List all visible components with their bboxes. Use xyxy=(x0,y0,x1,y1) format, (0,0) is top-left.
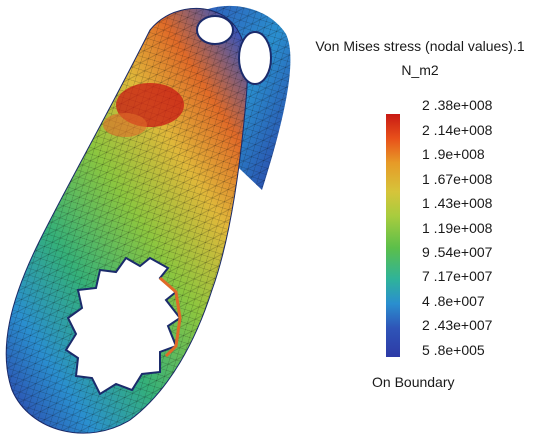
legend-tick: 1 .43e+008 xyxy=(422,195,493,211)
legend-tick: 1 .9e+008 xyxy=(422,146,485,162)
legend-title: Von Mises stress (nodal values).1 xyxy=(315,38,525,54)
legend-tick: 1 .67e+008 xyxy=(422,171,493,187)
legend-footer: On Boundary xyxy=(372,374,455,390)
colorbar xyxy=(386,114,400,357)
meshed-lever-part xyxy=(5,5,291,434)
legend-tick: 7 .17e+007 xyxy=(422,268,493,284)
legend-unit: N_m2 xyxy=(401,62,439,78)
splined-bore xyxy=(64,256,182,396)
pin-hole-1 xyxy=(196,15,234,45)
legend-tick: 2 .43e+007 xyxy=(422,317,493,333)
legend-tick: 2 .38e+008 xyxy=(422,97,493,113)
legend-tick: 9 .54e+007 xyxy=(422,244,493,260)
fea-viewport[interactable] xyxy=(0,0,300,441)
pin-hole-2 xyxy=(238,31,272,85)
legend-tick: 1 .19e+008 xyxy=(422,220,493,236)
legend-tick: 2 .14e+008 xyxy=(422,122,493,138)
legend-tick: 4 .8e+007 xyxy=(422,293,485,309)
stress-legend: Von Mises stress (nodal values).1 N_m2 2… xyxy=(302,38,538,398)
legend-tick: 5 .8e+005 xyxy=(422,342,485,358)
